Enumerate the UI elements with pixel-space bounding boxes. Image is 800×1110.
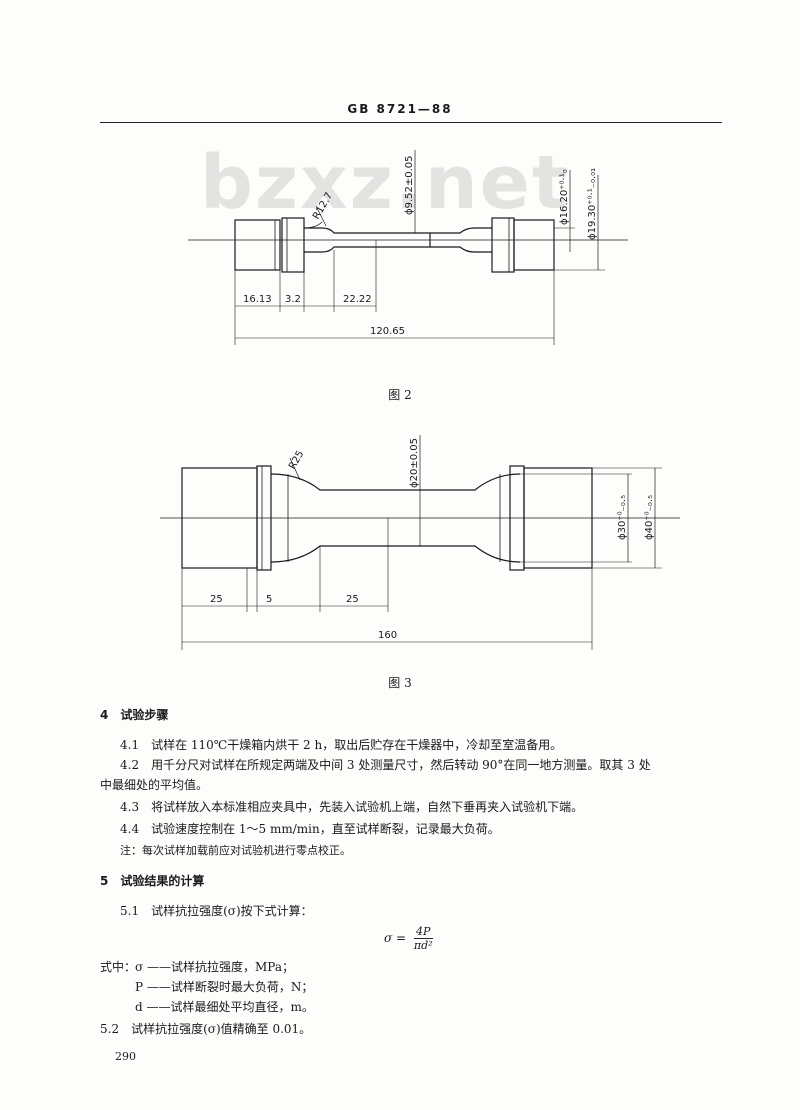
fig2-dia-center: ϕ9.52±0.05 [404,155,415,215]
fig3-dim-collar: 5 [266,594,272,605]
page-header: GB 8721—88 [347,102,453,116]
fig2-dim-collar: 3.2 [285,294,301,305]
fig3-dia-end: ϕ40⁺⁰₋₀.₅ [644,495,655,540]
section-4-title: 4 试验步骤 [100,708,169,722]
fig3-dia-center: ϕ20±0.05 [409,438,420,488]
fig2-dim-gauge: 22.22 [343,294,372,305]
fig3-dim-gauge: 25 [346,594,359,605]
definition-sigma: σ ——试样抗拉强度，MPa； [135,960,294,974]
fig3-dim-total: 160 [378,630,397,641]
section-4-note: 注：每次试样加载前应对试验机进行零点校正。 [120,844,351,857]
fig2-dim-total: 120.65 [370,326,405,337]
figure-2-caption: 图 2 [388,388,412,402]
section-4-item-2: 4.2 用千分尺对试样在所规定两端及中间 3 处测量尺寸，然后转动 90°在同一… [120,758,651,772]
section-4-item-3: 4.3 将试样放入本标准相应夹具中，先装入试验机上端，自然下垂再夹入试验机下端。 [120,800,584,814]
formula-denominator: πd² [413,939,433,952]
fig2-dim-end-len: 16.13 [243,294,272,305]
section-4-item-4: 4.4 试验速度控制在 1～5 mm/min，直至试样断裂，记录最大负荷。 [120,822,500,836]
formula-lhs: σ = [384,931,407,945]
formula-numerator: 4P [413,925,433,939]
fig2-dia-end: ϕ19.30⁺⁰·¹₋₀.₀₁ [587,168,598,240]
fig2-dia-shoulder: ϕ16.20⁺⁰·¹₀ [559,169,570,225]
figure-3-drawing: R25 ϕ20±0.05 ϕ30⁺⁰₋₀.₅ ϕ40⁺⁰₋₀.₅ 25 5 25… [160,435,680,650]
section-4-item-2-cont: 中最细处的平均值。 [100,778,209,792]
fig3-dia-shoulder: ϕ30⁺⁰₋₀.₅ [617,495,628,540]
where-intro: 式中： [100,960,137,974]
section-5-item-2: 5.2 试样抗拉强度(σ)值精确至 0.01。 [100,1022,312,1036]
section-5-item-1: 5.1 试样抗拉强度(σ)按下式计算： [120,904,313,918]
fig3-radius-label: R25 [287,449,306,472]
page-number: 290 [115,1050,136,1063]
section-5-title: 5 试验结果的计算 [100,874,205,888]
fig2-radius-label: R12.7 [311,191,335,222]
section-4-item-1: 4.1 试样在 110℃干燥箱内烘干 2 h，取出后贮存在干燥器中，冷却至室温备… [120,738,563,752]
figure-2-drawing: R12.7 ϕ9.52±0.05 ϕ16.20⁺⁰·¹₀ ϕ19.30⁺⁰·¹₋… [188,150,628,345]
definition-p: P ——试样断裂时最大负荷，N； [135,980,314,994]
formula-fraction: 4P πd² [413,925,433,952]
formula: σ = 4P πd² [384,925,433,952]
fig3-dim-end-len: 25 [210,594,223,605]
header-rule [100,122,722,123]
figure-3-caption: 图 3 [388,676,412,690]
definition-d: d ——试样最细处平均直径，m。 [135,1000,314,1014]
